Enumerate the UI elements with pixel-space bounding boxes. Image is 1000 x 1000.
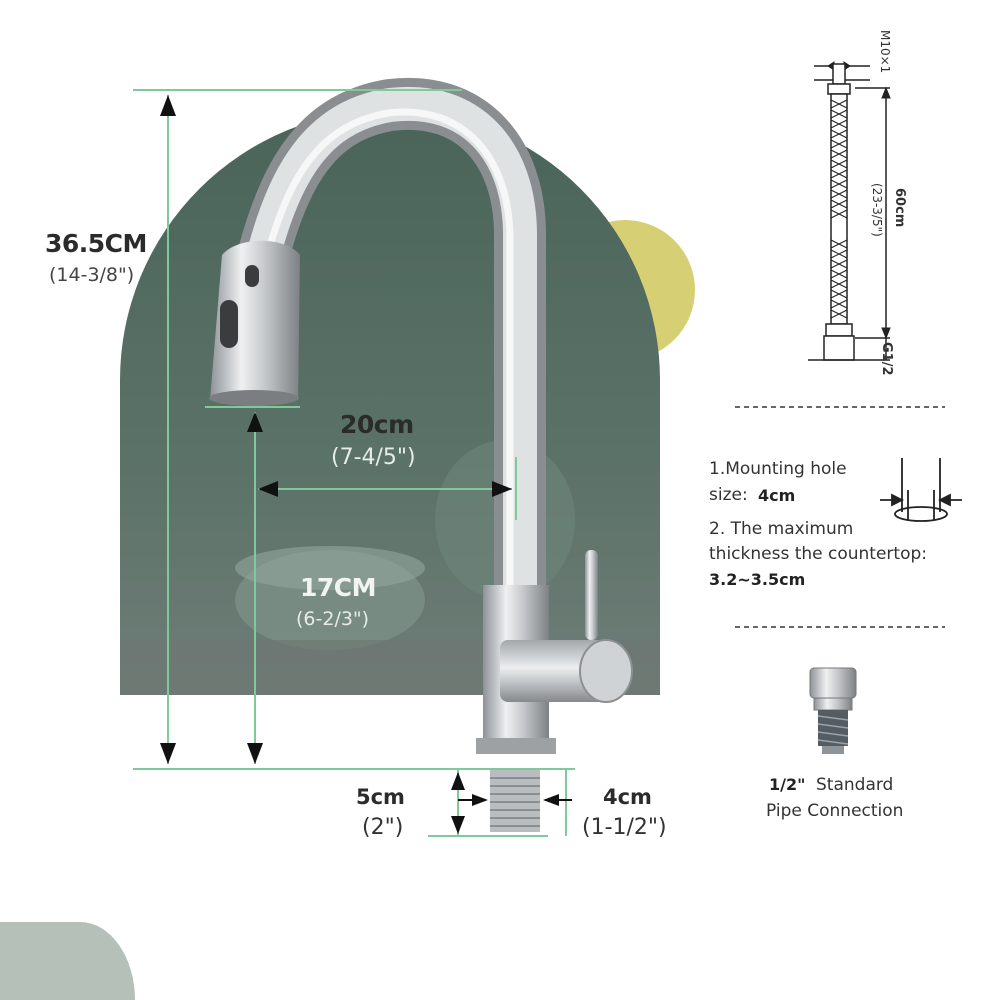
shank-diameter-value: 4cm xyxy=(603,785,652,809)
shank-length-value: 5cm xyxy=(356,785,405,809)
height-value: 36.5CM xyxy=(45,229,147,258)
reach-value: 20cm xyxy=(340,410,414,439)
mounting-note-value: 4cm xyxy=(758,486,796,505)
connector-label-1: Standard xyxy=(816,775,894,795)
hose-length-inch: (23-3/5") xyxy=(870,183,884,237)
spout-height-inch: (6-2/3") xyxy=(296,608,370,630)
lever-handle xyxy=(585,550,598,640)
thickness-note-value: 3.2~3.5cm xyxy=(709,570,806,589)
connector-size: 1/2" xyxy=(769,775,806,794)
hose-diagram xyxy=(808,61,891,361)
hose-length: 60cm xyxy=(892,188,907,228)
mounting-hole-icon xyxy=(880,458,962,522)
connector-fitting-icon xyxy=(809,667,857,754)
spray-button xyxy=(220,300,238,348)
thickness-note-line2: thickness the countertop: xyxy=(709,544,928,564)
dimension-arrows xyxy=(160,95,572,834)
corner-decoration xyxy=(0,922,135,1000)
thickness-note-line1: 2. The maximum xyxy=(709,519,854,539)
dimension-lines xyxy=(133,89,575,837)
hose-thread-top: M10×1 xyxy=(878,30,892,74)
shank-length-inch: (2") xyxy=(362,815,404,840)
spout-height-value: 17CM xyxy=(300,573,377,602)
mounting-note-line1: 1.Mounting hole xyxy=(709,459,847,479)
sprayer-head xyxy=(210,240,300,400)
connector-label-2: Pipe Connection xyxy=(766,801,904,821)
reach-inch: (7-4/5") xyxy=(331,445,416,470)
mounting-note-label: size: xyxy=(709,485,748,505)
shank-diameter-inch: (1-1/2") xyxy=(582,815,667,840)
hose-thread-bottom: G1/2 xyxy=(879,342,894,376)
height-inch: (14-3/8") xyxy=(49,264,135,286)
faucet-illustration xyxy=(209,77,633,832)
